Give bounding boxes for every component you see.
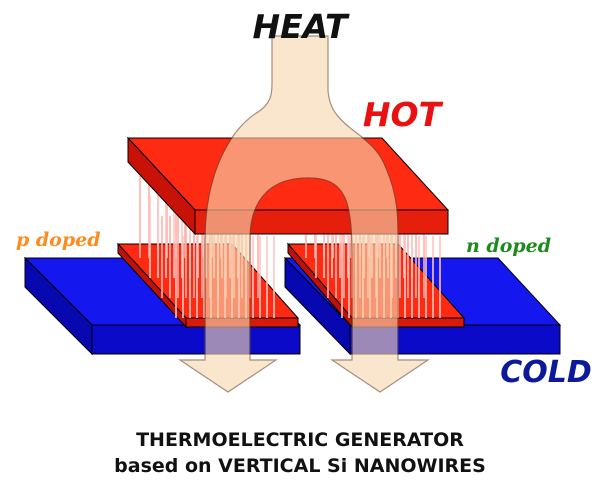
hot-label: HOT: [363, 95, 444, 134]
caption-line-1: THERMOELECTRIC GENERATOR: [136, 429, 464, 451]
caption-line-2: based on VERTICAL Si NANOWIRES: [114, 455, 486, 477]
heat-label: HEAT: [252, 7, 350, 46]
heat-flow-arrow: [178, 35, 430, 393]
cold-label: COLD: [500, 355, 592, 390]
n-doped-label: n doped: [466, 235, 551, 257]
p-doped-label: p doped: [16, 229, 101, 251]
